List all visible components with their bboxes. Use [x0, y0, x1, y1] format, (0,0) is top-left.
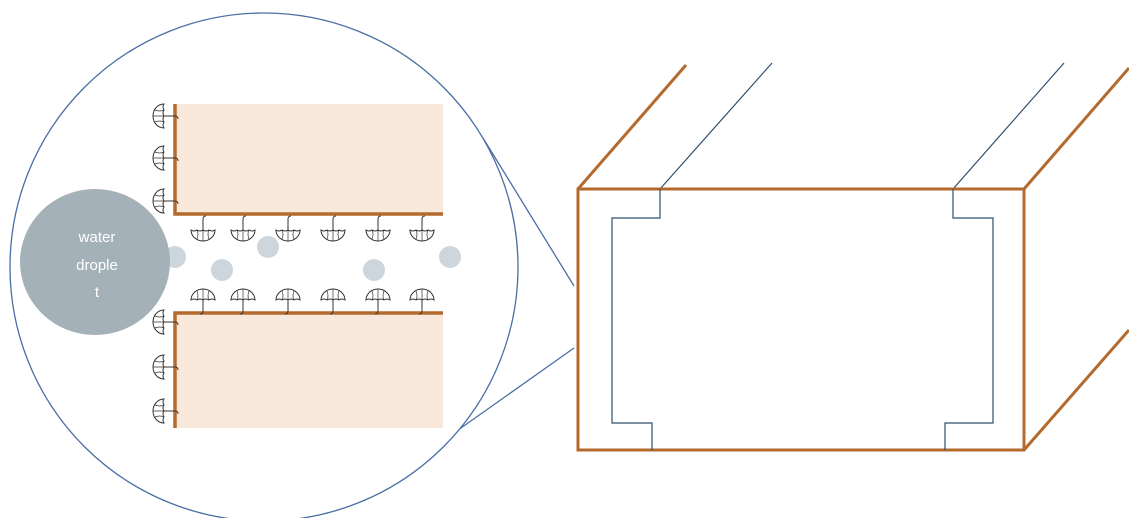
upper-wall-fill [175, 104, 443, 214]
umbrella-icon [409, 215, 435, 242]
coating-umbrellas [152, 103, 435, 424]
umbrella-icon [152, 103, 179, 129]
box-edge-bottom-right [1022, 329, 1129, 451]
umbrella-icon [365, 215, 391, 242]
box-edge-top-left [576, 64, 688, 190]
umbrella-icon [190, 215, 216, 242]
water-droplet: water drople t [20, 189, 170, 335]
box-inner-depth-left [659, 62, 773, 190]
umbrella-icon [409, 288, 435, 315]
lower-wall-edge [173, 311, 443, 428]
particle-circle-icon [211, 259, 233, 281]
box-edge-top-right [1022, 67, 1129, 190]
magnifier-connector-top [482, 137, 575, 287]
box-inner-channel [611, 189, 994, 450]
box-inner-depth-right [952, 62, 1065, 190]
umbrella-icon [365, 288, 391, 315]
umbrella-icon [320, 215, 346, 242]
umbrella-icon [152, 145, 179, 171]
umbrella-icon [320, 288, 346, 315]
water-droplet-body [20, 189, 170, 335]
umbrella-icon [230, 288, 256, 315]
umbrella-icon [152, 188, 179, 214]
box-3d [576, 62, 1129, 452]
umbrella-icon [152, 354, 179, 380]
particle-circle-icon [363, 259, 385, 281]
water-droplet-label-line-3: t [95, 284, 100, 301]
umbrella-icon [190, 288, 216, 315]
umbrella-icon [275, 288, 301, 315]
lower-wall-fill [175, 313, 443, 428]
box-front-face [576, 187, 1026, 452]
umbrella-icon [152, 309, 179, 335]
umbrella-icon [275, 215, 301, 242]
water-droplet-label-line-1: water [78, 229, 116, 246]
umbrella-icon [230, 215, 256, 242]
particle-circle-icon [439, 246, 461, 268]
water-droplet-label-line-2: drople [76, 257, 118, 274]
umbrella-icon [152, 398, 179, 424]
particle-circle-icon [257, 236, 279, 258]
upper-wall-edge [173, 104, 443, 216]
magnifier-connector-bottom [443, 347, 575, 441]
